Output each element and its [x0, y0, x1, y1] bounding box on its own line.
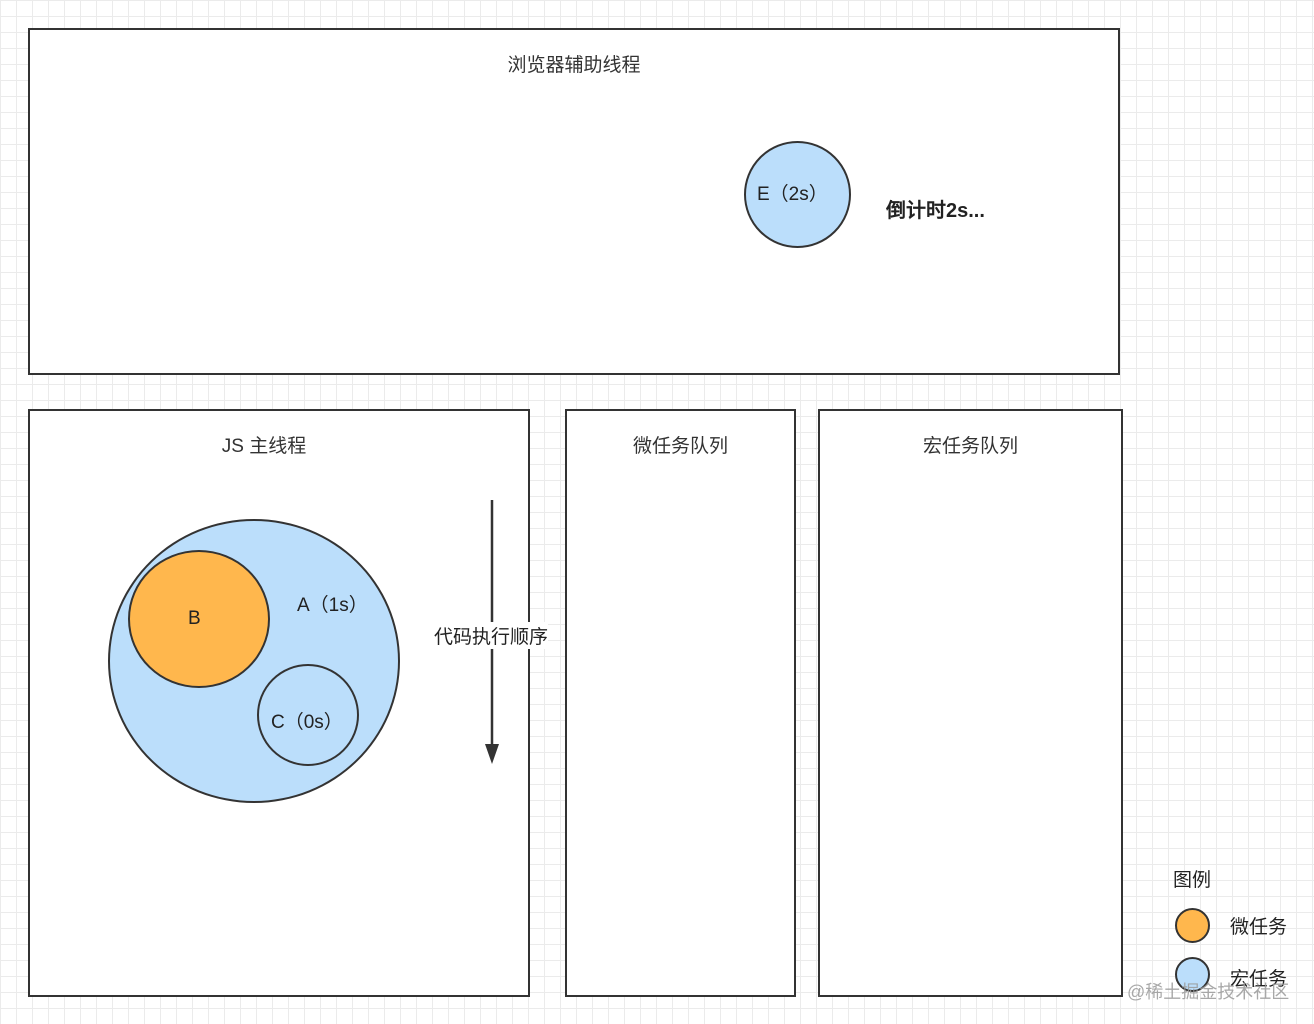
legend-macro-icon: [1175, 957, 1210, 992]
task-c-label: C（0s）: [271, 712, 343, 733]
task-b-label: B: [188, 608, 201, 629]
task-e-circle: [744, 141, 851, 248]
micro-queue-title: 微任务队列: [632, 436, 728, 457]
task-c-circle: [257, 664, 359, 766]
legend-title: 图例: [1173, 870, 1212, 891]
browser-thread-box: 浏览器辅助线程: [28, 28, 1120, 375]
watermark: @稀土掘金技术社区: [1127, 982, 1290, 1002]
countdown-label: 倒计时2s...: [886, 200, 985, 222]
legend-micro-label: 微任务: [1230, 917, 1288, 938]
macro-queue-box: 宏任务队列: [818, 409, 1123, 997]
legend-macro-label: 宏任务: [1230, 969, 1288, 990]
micro-queue-box: 微任务队列: [565, 409, 796, 997]
legend-micro-icon: [1175, 908, 1210, 943]
macro-queue-title: 宏任务队列: [922, 436, 1018, 457]
browser-thread-title: 浏览器辅助线程: [507, 55, 641, 76]
task-b-circle: [128, 550, 270, 688]
main-thread-title: JS 主线程: [221, 436, 307, 457]
execution-order-label: 代码执行顺序: [434, 622, 549, 649]
task-e-label: E（2s）: [757, 184, 828, 205]
task-a-label: A（1s）: [297, 595, 368, 616]
